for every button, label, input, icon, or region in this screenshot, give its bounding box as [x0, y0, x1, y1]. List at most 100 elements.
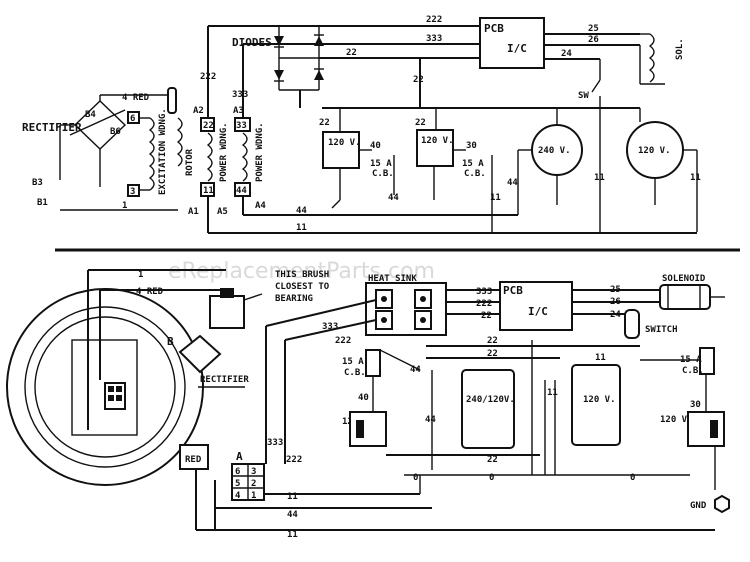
svg-text:6: 6	[130, 114, 135, 124]
pcb-module-bottom	[499, 281, 573, 331]
svg-text:44: 44	[388, 193, 399, 203]
svg-text:11: 11	[547, 388, 558, 398]
rotor-winding	[176, 117, 183, 167]
svg-text:44: 44	[296, 206, 307, 216]
rectifier-label: RECTIFIER	[22, 121, 82, 134]
watermark: eReplacementParts.com	[168, 259, 435, 284]
svg-text:4: 4	[235, 491, 241, 501]
svg-text:26: 26	[588, 35, 599, 45]
svg-text:44: 44	[507, 178, 518, 188]
svg-text:C.B.: C.B.	[464, 169, 486, 179]
b3-label: B3	[32, 178, 43, 188]
svg-text:33: 33	[236, 121, 247, 131]
solenoid-label: SOL.	[675, 38, 685, 60]
svg-text:25: 25	[610, 285, 621, 295]
brush-block	[209, 295, 245, 329]
svg-text:222: 222	[426, 15, 442, 25]
top-schematic: RECTIFIER 4 RED B4 B6 B3 B1 6 3 1 EXCITA…	[22, 15, 701, 234]
svg-text:11: 11	[296, 223, 307, 233]
svg-text:26: 26	[610, 297, 621, 307]
svg-text:222: 222	[476, 299, 492, 309]
receptacle-120v-bottom-left	[349, 411, 387, 447]
svg-text:1: 1	[251, 491, 256, 501]
svg-text:C.B.: C.B.	[372, 169, 394, 179]
svg-text:15 A: 15 A	[370, 159, 392, 169]
svg-text:A1: A1	[188, 207, 199, 217]
svg-text:120 V.: 120 V.	[328, 138, 361, 148]
switch-label: SW	[578, 91, 589, 101]
svg-text:30: 30	[690, 400, 701, 410]
bottom-pictorial: eReplacementParts.com B RECTIFIER RED 1 …	[6, 259, 730, 540]
svg-text:22: 22	[487, 336, 498, 346]
svg-text:0: 0	[413, 473, 418, 483]
svg-text:HEAT SINK: HEAT SINK	[368, 274, 417, 284]
svg-text:120 V.: 120 V.	[583, 395, 616, 405]
receptacle-120v-bottom-right	[687, 411, 725, 447]
svg-text:3: 3	[130, 187, 135, 197]
svg-text:5: 5	[235, 479, 240, 489]
recept-label-right: 120 V.	[660, 415, 693, 425]
svg-text:0: 0	[489, 473, 494, 483]
svg-text:11: 11	[203, 186, 214, 196]
svg-text:11: 11	[595, 353, 606, 363]
pcb-module-top	[479, 17, 545, 69]
svg-text:1: 1	[138, 270, 143, 280]
red-lead-block	[179, 444, 209, 470]
svg-text:40: 40	[358, 393, 369, 403]
svg-text:25: 25	[588, 24, 599, 34]
svg-text:22: 22	[415, 118, 426, 128]
svg-text:A5: A5	[217, 207, 228, 217]
svg-text:22: 22	[487, 455, 498, 465]
receptacle-120v-2	[416, 129, 454, 167]
solenoid-label-bottom: SOLENOID	[662, 274, 706, 284]
svg-text:0: 0	[630, 473, 635, 483]
svg-text:222: 222	[335, 336, 351, 346]
svg-text:11: 11	[490, 193, 501, 203]
b6-label: B6	[110, 127, 121, 137]
b1-label: B1	[37, 198, 48, 208]
svg-text:11: 11	[287, 530, 298, 540]
label-b: B	[167, 335, 174, 348]
svg-text:PCB: PCB	[503, 284, 523, 297]
switch-sw	[591, 79, 601, 93]
bridge-rectifier	[73, 100, 127, 150]
power-winding-2	[241, 132, 248, 182]
svg-text:44: 44	[287, 510, 298, 520]
svg-text:333: 333	[267, 438, 283, 448]
svg-text:240/120V.: 240/120V.	[466, 395, 515, 405]
svg-text:22: 22	[487, 349, 498, 359]
svg-text:C.B.: C.B.	[682, 366, 704, 376]
svg-text:333: 333	[232, 90, 248, 100]
diodes-label: DIODES	[232, 36, 272, 49]
wire-4-red-bottom: 4 RED	[136, 287, 164, 297]
svg-text:RED: RED	[185, 455, 202, 465]
brush-note-2: CLOSEST TO	[275, 282, 330, 292]
svg-text:A4: A4	[255, 201, 266, 211]
svg-text:15 A: 15 A	[462, 159, 484, 169]
svg-text:222: 222	[286, 455, 302, 465]
ground-terminal	[714, 494, 730, 514]
switch-label-bottom: SWITCH	[645, 325, 678, 335]
svg-text:333: 333	[476, 287, 492, 297]
svg-text:44: 44	[236, 186, 247, 196]
svg-text:22: 22	[203, 121, 214, 131]
brush-note-3: BEARING	[275, 294, 313, 304]
svg-text:30: 30	[466, 141, 477, 151]
svg-text:40: 40	[370, 141, 381, 151]
svg-text:22: 22	[346, 48, 357, 58]
svg-text:A2: A2	[193, 106, 204, 116]
svg-text:I/C: I/C	[528, 305, 548, 318]
circuit-breaker-right	[699, 347, 715, 375]
svg-text:PCB: PCB	[484, 22, 504, 35]
terminal-a-label: A	[236, 450, 243, 463]
svg-text:44: 44	[410, 365, 421, 375]
svg-text:6: 6	[235, 467, 240, 477]
switch-component	[624, 309, 640, 339]
receptacle-240-120v	[461, 369, 515, 449]
svg-text:120 V.: 120 V.	[421, 136, 454, 146]
svg-text:120 V.: 120 V.	[638, 146, 671, 156]
diode-bank	[274, 26, 324, 91]
svg-text:22: 22	[319, 118, 330, 128]
b4-label: B4	[85, 110, 96, 120]
svg-text:11: 11	[690, 173, 701, 183]
